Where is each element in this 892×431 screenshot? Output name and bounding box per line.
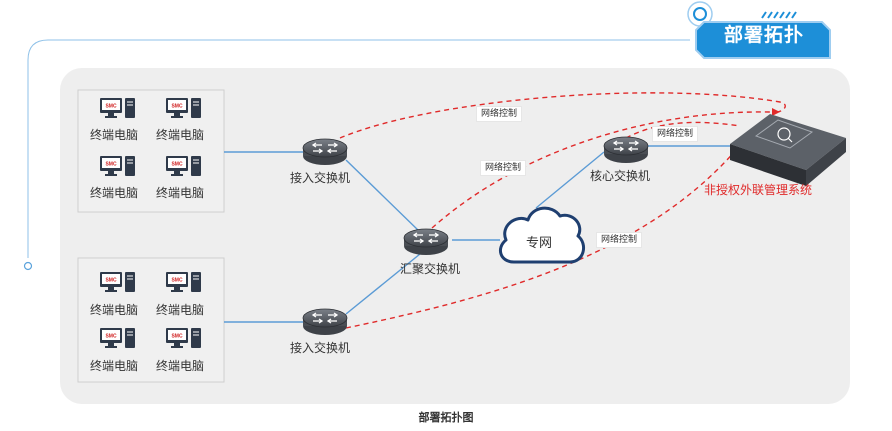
aggregation-switch-label: 汇聚交换机: [400, 262, 461, 276]
link-access-top-to-aggregation: [345, 159, 421, 233]
pc-screen-text: SMC: [171, 162, 183, 168]
badge-ring-inner-icon: [693, 7, 707, 21]
desktop-computer-icon: SMC: [100, 98, 135, 118]
pc-screen-text: SMC: [171, 278, 183, 284]
control-label: 网络控制: [476, 106, 523, 122]
frame-line: [27, 39, 690, 258]
control-path-access-bottom: [345, 149, 737, 329]
system-label: 非授权外联管理系统: [704, 183, 813, 197]
access-switch-bottom-icon: [302, 308, 348, 335]
aggregation-switch-icon: [403, 228, 449, 255]
badge-shape: [695, 21, 831, 59]
badge-stripes-icon: [761, 11, 797, 19]
pc-screen-text: SMC: [105, 104, 117, 110]
pc-label: 终端电脑: [89, 359, 138, 373]
badge-title: 部署拓扑: [723, 24, 804, 46]
desktop-computer-icon: SMC: [166, 328, 201, 348]
desktop-computer-icon: SMC: [100, 328, 135, 348]
pc-screen-text: SMC: [105, 162, 117, 168]
pc-screen-text: SMC: [171, 104, 183, 110]
pc-icon-layer: SMC SMC SMC SMC SMC SMC SMC SMC: [100, 98, 201, 348]
network-links: [224, 145, 730, 323]
control-arrowhead: [772, 108, 780, 116]
control-path-aggregation: [431, 111, 771, 229]
cloud-icon: [498, 206, 586, 264]
desktop-computer-icon: SMC: [100, 272, 135, 292]
control-label: 网络控制: [480, 160, 527, 176]
pc-label: 终端电脑: [89, 303, 138, 317]
desktop-computer-icon: SMC: [166, 272, 201, 292]
control-path-core: [625, 121, 741, 139]
pc-label: 终端电脑: [89, 186, 138, 200]
control-paths: [339, 92, 786, 329]
pc-label: 终端电脑: [89, 128, 138, 142]
desktop-computer-icon: SMC: [100, 156, 135, 176]
pc-label: 终端电脑: [155, 359, 204, 373]
control-label: 网络控制: [596, 232, 643, 248]
access-switch-top-label: 接入交换机: [290, 171, 351, 185]
access-switch-top-icon: [302, 138, 348, 165]
access-switch-bottom-label: 接入交换机: [290, 341, 351, 355]
desktop-computer-icon: SMC: [166, 98, 201, 118]
link-cloud-to-core: [535, 151, 605, 209]
core-switch-label: 核心交换机: [590, 169, 651, 183]
control-path-access-top: [339, 92, 786, 139]
pc-screen-text: SMC: [171, 334, 183, 340]
desktop-computer-icon: SMC: [166, 156, 201, 176]
pc-screen-text: SMC: [105, 334, 117, 340]
cloud-label: 专网: [526, 236, 553, 251]
diagram-caption: 部署拓扑图: [418, 411, 474, 424]
pc-label: 终端电脑: [155, 128, 204, 142]
pc-screen-text: SMC: [105, 278, 117, 284]
security-appliance-icon: [730, 114, 846, 186]
control-label: 网络控制: [652, 126, 699, 142]
frame-endpoint: [23, 261, 33, 271]
header-badge: [687, 1, 831, 59]
pc-label: 终端电脑: [155, 303, 204, 317]
pc-label: 终端电脑: [155, 186, 204, 200]
link-access-bottom-to-aggregation: [345, 253, 421, 315]
core-switch-icon: [603, 136, 649, 163]
